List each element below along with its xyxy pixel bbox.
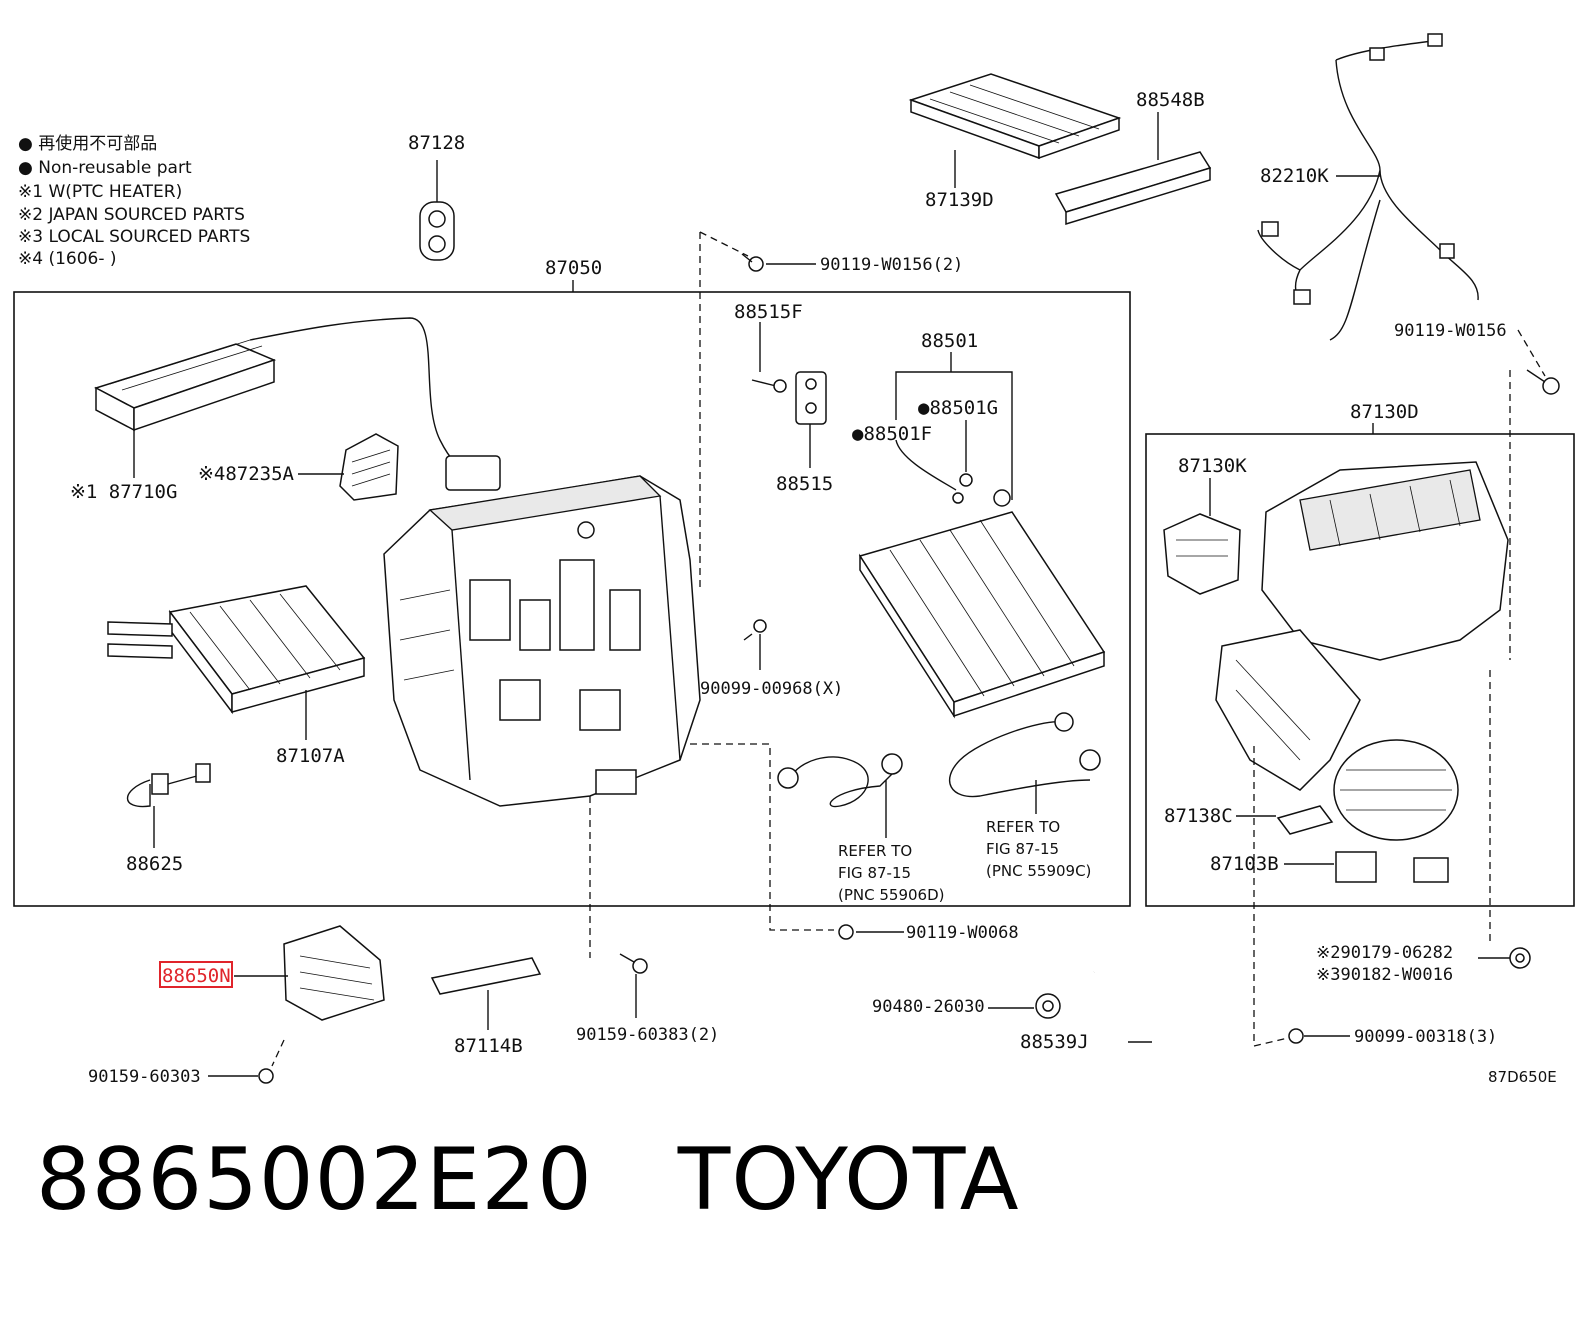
- label-87114B: 87114B: [454, 1035, 523, 1057]
- sensor-88625: [126, 763, 211, 848]
- legend-line-4: ※2 JAPAN SOURCED PARTS: [18, 205, 245, 225]
- label-90182-W0016: ※390182-W0016: [1316, 965, 1453, 985]
- label-87138C: 87138C: [1164, 805, 1233, 827]
- screw-90099-00318: [1253, 1028, 1350, 1047]
- label-90119-W0068: 90119-W0068: [906, 923, 1019, 943]
- label-90119-W0156-2: 90119-W0156(2): [820, 255, 963, 275]
- label-87103B: 87103B: [1210, 853, 1279, 875]
- caption: 8865002E20 TOYOTA: [36, 1130, 1020, 1230]
- blower-case-87130D: [1215, 461, 1509, 791]
- refer-right-line-2: FIG 87-15: [986, 840, 1059, 858]
- highlight-box-88650N: [159, 961, 233, 988]
- heater-case-assembly: [383, 475, 701, 807]
- legend-line-1: ● 再使用不可部品: [18, 133, 157, 154]
- part-88650N: [234, 925, 385, 1067]
- screw-90119-W0156: [1509, 329, 1560, 660]
- ptc-heater-87710G: [94, 317, 501, 491]
- leader-dash-90119-W0068: [690, 743, 834, 931]
- duct-87235A: [298, 433, 399, 501]
- sensor-left-55906D: [777, 753, 903, 838]
- blower-motor-87103B: [1284, 739, 1459, 883]
- label-88548B: 88548B: [1136, 89, 1205, 111]
- filter-cover-88548B: [1054, 112, 1212, 226]
- label-88515F: 88515F: [734, 301, 803, 323]
- screw-90119-W0156-2: [699, 231, 816, 590]
- grommet-90480-26030: [988, 993, 1061, 1019]
- label-90099-00968: 90099-00968(X): [700, 679, 843, 699]
- grommet-87128: [419, 160, 455, 261]
- label-88501F: ●88501F: [852, 423, 932, 445]
- label-87139D: 87139D: [925, 189, 994, 211]
- heater-unit-box-87050: [13, 291, 1131, 907]
- caption-part-number: 8865002E20: [36, 1130, 593, 1230]
- part-87114B: [430, 957, 542, 1030]
- label-90159-60383: 90159-60383(2): [576, 1025, 719, 1045]
- refer-right-line-3: (PNC 55909C): [986, 862, 1091, 880]
- legend-line-5: ※3 LOCAL SOURCED PARTS: [18, 227, 250, 247]
- label-87235A: ※487235A: [198, 463, 295, 485]
- label-90119-W0156: 90119-W0156: [1394, 321, 1507, 341]
- nut-90179-06282: [1478, 947, 1531, 969]
- label-87050: 87050: [545, 257, 602, 279]
- label-87107A: 87107A: [276, 745, 345, 767]
- label-90480-26030: 90480-26030: [872, 997, 985, 1017]
- legend-line-2: ● Non-reusable part: [18, 158, 192, 178]
- label-88501: 88501: [921, 330, 978, 352]
- refer-left-line-2: FIG 87-15: [838, 864, 911, 882]
- expansion-valve-88515: [795, 371, 827, 468]
- refer-left-line-3: (PNC 55906D): [838, 886, 944, 904]
- label-88650N: 88650N: [162, 965, 231, 987]
- cabin-filter-87139D: [908, 73, 1122, 188]
- label-90159-60303: 90159-60303: [88, 1067, 201, 1087]
- label-87710G: ※1 87710G: [70, 481, 177, 503]
- label-90099-00318: 90099-00318(3): [1354, 1027, 1497, 1047]
- refer-right-line-1: REFER TO: [986, 818, 1060, 836]
- bolt-88515F: [751, 322, 787, 393]
- legend: ● 再使用不可部品 ● Non-reusable part ※1 W(PTC H…: [18, 133, 250, 269]
- wire-harness-82210K: [1257, 33, 1479, 341]
- drain-hose-88539J: [1091, 960, 1170, 1070]
- label-82210K: 82210K: [1260, 165, 1329, 187]
- label-87128: 87128: [408, 132, 465, 154]
- screw-90159-60303: [208, 1068, 274, 1084]
- blower-unit-box-87130D: [1145, 433, 1575, 907]
- label-87130D: 87130D: [1350, 401, 1419, 423]
- label-88501G: ●88501G: [918, 397, 998, 419]
- evaporator-88501: [858, 352, 1106, 719]
- heater-core-87107A: [107, 585, 366, 740]
- label-87130K: 87130K: [1178, 455, 1247, 477]
- caption-brand: TOYOTA: [677, 1130, 1020, 1230]
- sensor-right-55909C: [948, 712, 1101, 814]
- screw-90119-W0068: [838, 924, 904, 940]
- figure-code: 87D650E: [1488, 1068, 1557, 1086]
- label-90179-06282: ※290179-06282: [1316, 943, 1453, 963]
- screw-90099-00968: [743, 619, 767, 670]
- servo-87138C: [1236, 805, 1334, 835]
- label-88625: 88625: [126, 853, 183, 875]
- label-88515: 88515: [776, 473, 833, 495]
- legend-line-3: ※1 W(PTC HEATER): [18, 182, 182, 202]
- label-88539J: 88539J: [1020, 1031, 1089, 1053]
- screw-90159-60383: [619, 953, 648, 1018]
- servo-87130K: [1163, 478, 1241, 595]
- refer-left-line-1: REFER TO: [838, 842, 912, 860]
- legend-line-6: ※4 (1606- ): [18, 249, 117, 269]
